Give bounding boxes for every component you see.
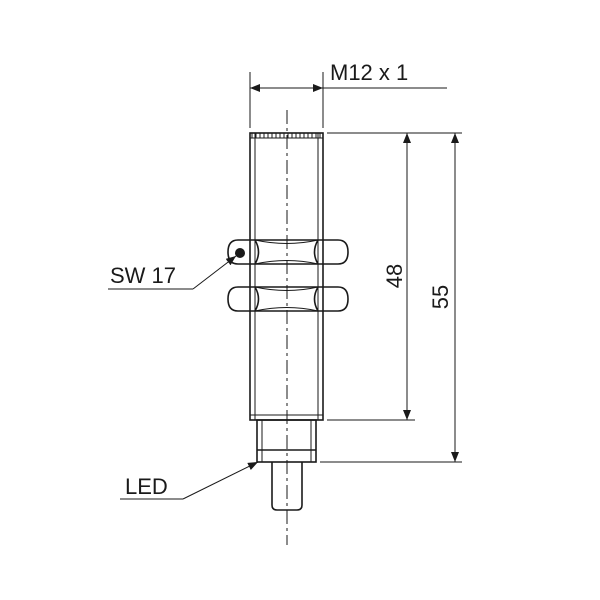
length-48-label: 48 [382,264,407,288]
led-label: LED [125,474,168,499]
wrench-size-label: SW 17 [110,263,176,288]
connector-section [256,419,317,463]
length-48-dimension [327,132,415,421]
wrench-size-leader [108,255,237,290]
thread-dimension [249,72,447,128]
sensor-body [249,132,324,421]
upper-nut [227,239,349,265]
nut-marker-dot [235,248,245,258]
length-55-label: 55 [428,285,453,309]
cable [271,462,303,511]
lower-nut [227,286,349,312]
led-leader [120,461,259,500]
thread-label: M12 x 1 [330,60,408,85]
length-55-dimension [320,132,462,463]
